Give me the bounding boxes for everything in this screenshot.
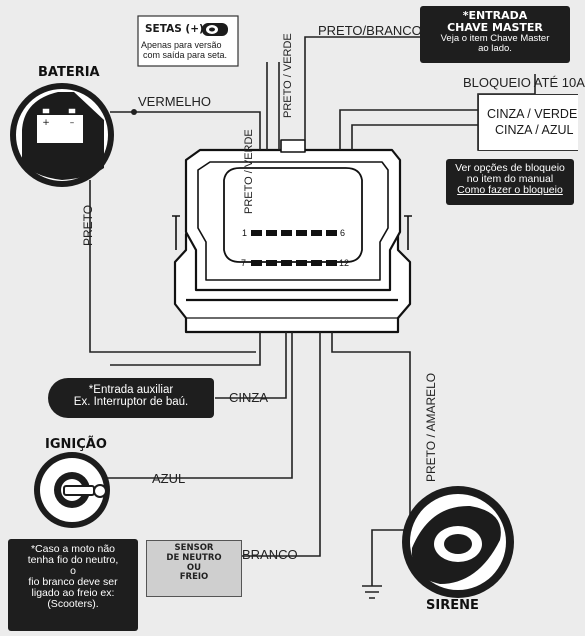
setas-line1: Apenas para versão xyxy=(141,40,222,50)
junction-dot xyxy=(131,109,137,115)
siren-label: SIRENE xyxy=(426,598,479,613)
connector xyxy=(172,139,412,334)
bloqueio-cinza-azul: CINZA / AZUL xyxy=(495,123,574,137)
neutro-note-line3: o xyxy=(70,565,76,578)
siren-icon xyxy=(402,486,514,598)
wire-label-cinza: CINZA xyxy=(229,390,268,405)
bloqueio-note-box: Ver opções de bloqueio no item do manual… xyxy=(446,159,574,205)
neutro-note-line2: tenha fio do neutro, xyxy=(27,554,119,567)
wire-label-preto-verde-2: PRETO / VERDE xyxy=(282,33,294,118)
neutro-note-box: *Caso a moto não tenha fio do neutro, o … xyxy=(8,539,138,631)
wire-label-preto-verde-1: PRETO / VERDE xyxy=(243,129,255,214)
sensor-line4: FREIO xyxy=(179,572,209,583)
chave-master-title1: *ENTRADA xyxy=(462,9,528,22)
pin-label-1: 1 xyxy=(242,228,248,238)
neutro-note-line6: (Scooters). xyxy=(47,598,99,611)
chave-master-line2: ao lado. xyxy=(478,43,512,55)
ignition-label: IGNIÇÃO xyxy=(45,437,107,452)
bloqueio-note-line2: no item do manual xyxy=(466,173,554,186)
bloqueio-note-line1: Ver opções de bloqueio xyxy=(455,162,565,174)
wire-label-azul: AZUL xyxy=(152,471,186,486)
neutro-note-line4: fio branco deve ser xyxy=(28,576,118,589)
connector-pins xyxy=(251,230,337,266)
sensor-line1: SENSOR xyxy=(174,543,214,553)
aux-input-box: *Entrada auxiliar Ex. Interruptor de baú… xyxy=(48,378,214,418)
neutro-note-line1: *Caso a moto não xyxy=(30,543,116,555)
setas-line2: com saída para seta. xyxy=(143,50,228,60)
bulb-icon xyxy=(202,23,228,36)
svg-text:–: – xyxy=(70,118,75,128)
wire-label-preto-amarelo: PRETO / AMARELO xyxy=(424,372,438,482)
pin-label-12: 12 xyxy=(339,258,350,268)
battery-label: BATERIA xyxy=(38,65,100,80)
bloqueio-color-box: CINZA / VERDE CINZA / AZUL xyxy=(478,94,578,151)
aux-input-line2: Ex. Interruptor de baú. xyxy=(73,396,189,409)
chave-master-box: *ENTRADA CHAVE MASTER Veja o item Chave … xyxy=(420,6,570,63)
setas-box: SETAS (+) Apenas para versão com saída p… xyxy=(139,17,237,65)
setas-title: SETAS (+) xyxy=(145,23,204,35)
sensor-box: SENSOR DE NEUTRO OU FREIO xyxy=(146,540,242,597)
pin-label-6: 6 xyxy=(340,228,346,238)
wire-label-bloqueio: BLOQUEIO ATÉ 10A xyxy=(463,75,585,90)
neutro-note-line5: ligado ao freio ex: xyxy=(31,587,115,600)
aux-input-line1: *Entrada auxiliar xyxy=(88,384,174,396)
chave-master-line1: Veja o item Chave Master xyxy=(440,33,550,45)
wire-label-vermelho: VERMELHO xyxy=(138,94,211,109)
chave-master-title2: CHAVE MASTER xyxy=(447,20,543,34)
wires xyxy=(89,36,536,599)
battery-icon: + – xyxy=(10,83,114,187)
sensor-line3: OU xyxy=(186,562,202,573)
ignition-icon xyxy=(34,452,110,528)
pin-label-7: 7 xyxy=(241,258,247,268)
svg-text:+: + xyxy=(42,118,50,128)
wire-label-branco: BRANCO xyxy=(242,547,298,562)
bloqueio-note-link[interactable]: Como fazer o bloqueio xyxy=(457,184,563,197)
wire-label-preto: PRETO xyxy=(81,204,95,246)
sensor-line2: DE NEUTRO xyxy=(166,552,222,563)
wire-label-preto-branco: PRETO/BRANCO xyxy=(318,23,422,38)
bloqueio-cinza-verde: CINZA / VERDE xyxy=(487,107,578,121)
